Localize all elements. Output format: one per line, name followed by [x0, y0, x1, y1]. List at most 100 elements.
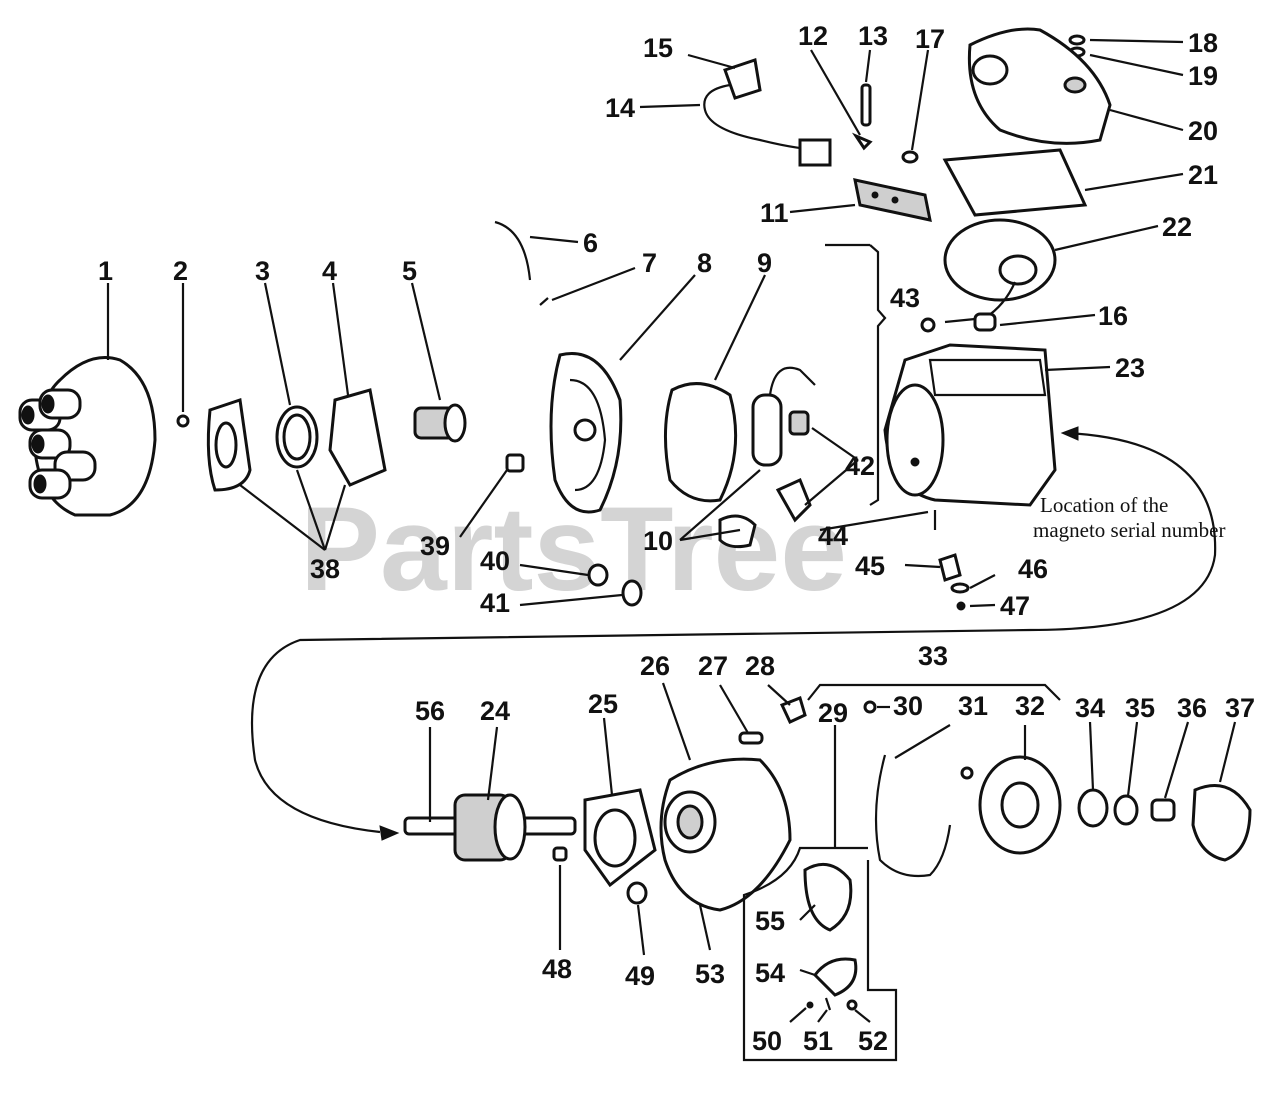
callout-41: 41	[480, 588, 510, 618]
part-18	[1068, 34, 1086, 46]
part-16-terminal	[920, 312, 997, 333]
part-32-cam	[978, 755, 1062, 855]
callout-15: 15	[643, 33, 673, 63]
callout-56: 56	[415, 696, 445, 726]
callout-32: 32	[1015, 691, 1045, 721]
part-14-15-lead	[703, 58, 832, 167]
parts-artwork	[18, 27, 1252, 1011]
callout-53: 53	[695, 959, 725, 989]
callout-13: 13	[858, 21, 888, 51]
callout-35: 35	[1125, 693, 1155, 723]
callout-23: 23	[1115, 353, 1145, 383]
part-52	[846, 999, 858, 1011]
part-2-ring	[176, 414, 190, 428]
callout-26: 26	[640, 651, 670, 681]
part-34	[1077, 788, 1109, 828]
callout-30: 30	[893, 691, 923, 721]
callout-8: 8	[697, 248, 712, 278]
part-12	[851, 132, 873, 151]
callout-3: 3	[255, 256, 270, 286]
callout-50: 50	[752, 1026, 782, 1056]
callout-34: 34	[1075, 693, 1105, 723]
callout-38: 38	[310, 554, 340, 584]
part-small-screw	[960, 766, 974, 780]
callout-25: 25	[588, 689, 618, 719]
part-11-block	[853, 178, 932, 222]
part-5-rotor	[413, 403, 467, 443]
part-55	[803, 862, 853, 932]
part-21-gasket	[942, 148, 1088, 217]
part-46	[950, 582, 970, 594]
part-1-distributor-cap	[18, 356, 157, 517]
part-39	[505, 453, 525, 473]
callout-45: 45	[855, 551, 885, 581]
callout-17: 17	[915, 24, 945, 54]
callout-36: 36	[1177, 693, 1207, 723]
part-49-washer	[626, 881, 648, 905]
callout-4: 4	[322, 256, 337, 286]
part-36	[1150, 798, 1176, 822]
callout-46: 46	[1018, 554, 1048, 584]
part-47	[956, 601, 966, 611]
serial-note-line2: magneto serial number	[1033, 518, 1225, 542]
callout-9: 9	[757, 248, 772, 278]
part-40	[587, 563, 609, 587]
part-35	[1113, 794, 1139, 826]
part-8-breaker-plate	[549, 352, 623, 514]
callout-5: 5	[402, 256, 417, 286]
callout-52: 52	[858, 1026, 888, 1056]
part-7-pin	[539, 297, 549, 306]
callout-29: 29	[818, 698, 848, 728]
callout-22: 22	[1162, 212, 1192, 242]
callout-43: 43	[890, 283, 920, 313]
callout-31: 31	[958, 691, 988, 721]
serial-number-note: Location of the magneto serial number	[1033, 493, 1225, 542]
callout-14: 14	[605, 93, 635, 123]
part-4-gasket	[328, 388, 387, 487]
part-31-wire	[874, 754, 952, 878]
part-20-cover	[967, 27, 1112, 145]
callout-51: 51	[803, 1026, 833, 1056]
callout-12: 12	[798, 21, 828, 51]
part-30	[863, 700, 877, 714]
callout-24: 24	[480, 696, 510, 726]
part-17	[901, 150, 919, 164]
callout-20: 20	[1188, 116, 1218, 146]
callout-18: 18	[1188, 28, 1218, 58]
callout-labels: 1 2 3 4 5 6 7 8 9 10 11 12 13 14 15 16 1…	[98, 21, 1255, 1056]
callout-37: 37	[1225, 693, 1255, 723]
callout-44: 44	[818, 521, 848, 551]
part-22-coil	[943, 218, 1057, 324]
part-41	[621, 579, 643, 607]
callout-54: 54	[755, 958, 785, 988]
callout-7: 7	[642, 248, 657, 278]
callout-48: 48	[542, 954, 572, 984]
callout-16: 16	[1098, 301, 1128, 331]
callout-47: 47	[1000, 591, 1030, 621]
arrow-curve	[250, 431, 1217, 834]
callout-49: 49	[625, 961, 655, 991]
callout-39: 39	[420, 531, 450, 561]
part-27	[738, 731, 764, 745]
callout-21: 21	[1188, 160, 1218, 190]
callout-19: 19	[1188, 61, 1218, 91]
part-24-rotor-shaft	[403, 793, 577, 862]
part-51	[824, 997, 832, 1011]
serial-note-line1: Location of the	[1040, 493, 1168, 517]
callout-2: 2	[173, 256, 188, 286]
part-54	[813, 957, 858, 997]
part-42-points	[775, 410, 812, 523]
part-23-housing	[883, 343, 1057, 507]
callout-10: 10	[643, 526, 673, 556]
callout-42: 42	[845, 451, 875, 481]
callout-28: 28	[745, 651, 775, 681]
part-48-key	[552, 846, 568, 862]
part-9-gasket	[664, 382, 738, 503]
part-50	[806, 1001, 814, 1009]
part-45	[938, 553, 962, 582]
leader-lines	[106, 38, 1237, 1062]
callout-40: 40	[480, 546, 510, 576]
callout-1: 1	[98, 256, 113, 286]
part-6-wire	[494, 220, 532, 281]
